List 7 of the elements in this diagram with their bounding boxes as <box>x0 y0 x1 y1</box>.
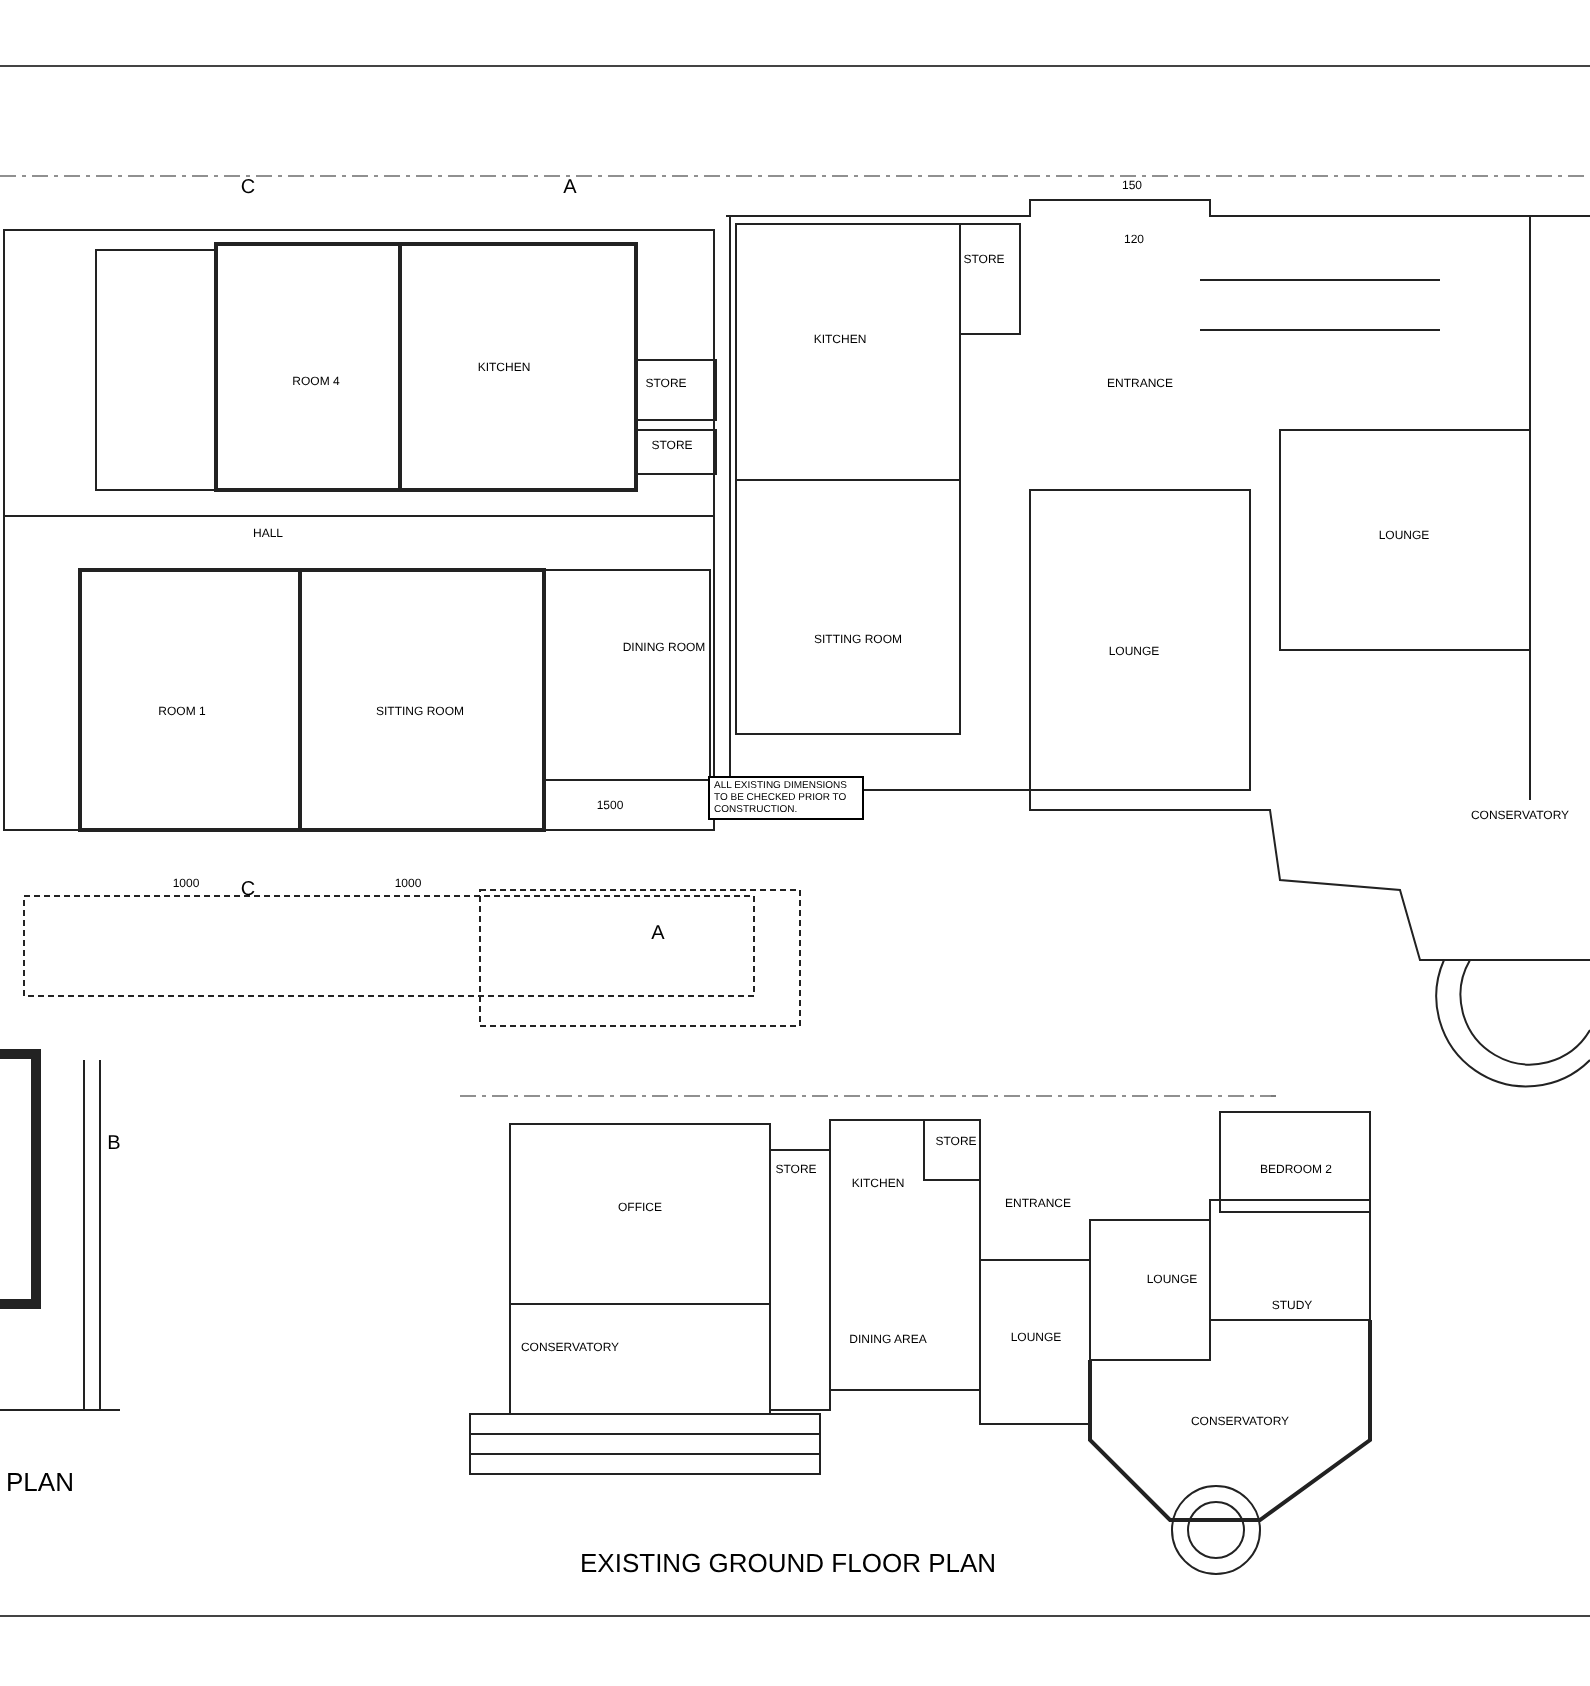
section-marker: A <box>563 175 577 203</box>
section-marker: C <box>240 877 256 905</box>
section-marker: A <box>651 921 665 949</box>
section-marker: C <box>240 175 256 203</box>
drawing-title: PLAN <box>6 1464 74 1501</box>
drawing-title: EXISTING GROUND FLOOR PLAN <box>580 1546 997 1582</box>
section-marker: B <box>107 1131 121 1159</box>
